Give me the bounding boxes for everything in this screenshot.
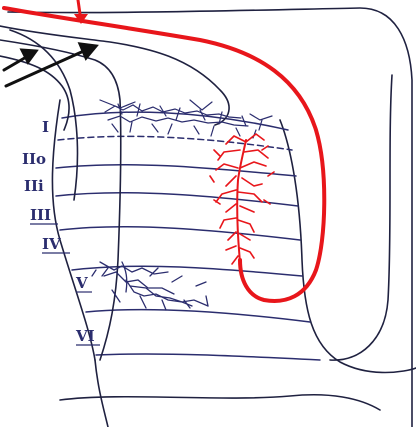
boundary-II-III [56, 165, 296, 176]
boundary-IV-V [60, 227, 300, 240]
boundary-I-II [62, 112, 288, 130]
lamina-boundaries [56, 112, 320, 360]
horn-outline [8, 8, 416, 427]
red-arbor-trunk [237, 140, 246, 262]
arrows [4, 44, 96, 86]
arbor-branch [92, 268, 206, 286]
arrow-shaft-1 [6, 50, 86, 86]
lamina-label-I: I [42, 118, 49, 136]
red-fiber-entry [78, 0, 80, 14]
outer-contour-right [330, 75, 392, 360]
red-arborization [210, 134, 274, 264]
lamina-label-IIi: IIi [24, 177, 44, 195]
lamina-I-II-arborization [100, 100, 272, 138]
boundary-VI-lower [96, 354, 320, 360]
red-fiber [4, 0, 324, 301]
lamina-label-IV: IV [42, 235, 61, 253]
lamina-label-IIo: IIo [22, 150, 46, 168]
outer-contour-top [8, 8, 412, 427]
boundary-V-VI [86, 310, 310, 322]
horn-bottom-curve [60, 395, 380, 410]
lamina-label-V: V [75, 274, 88, 292]
arbor-branch [100, 100, 272, 120]
red-fiber-main [4, 8, 324, 301]
lamina-label-III: III [30, 206, 51, 224]
horn-bottom-left [95, 360, 108, 427]
afferent-fiber-4 [10, 30, 77, 200]
arbor-branch [104, 272, 174, 294]
arbor-branch [130, 286, 208, 306]
boundary-IIo-dashed [58, 136, 292, 150]
afferent-fiber-2 [0, 40, 121, 360]
arbor-branch [118, 104, 262, 130]
lamina-V-arborization [92, 262, 208, 310]
arrow-head-2 [22, 50, 36, 62]
horn-lateral-edge [280, 120, 416, 373]
boundary-III-IV [56, 193, 298, 206]
lamina-label-VI: VI [75, 327, 95, 345]
